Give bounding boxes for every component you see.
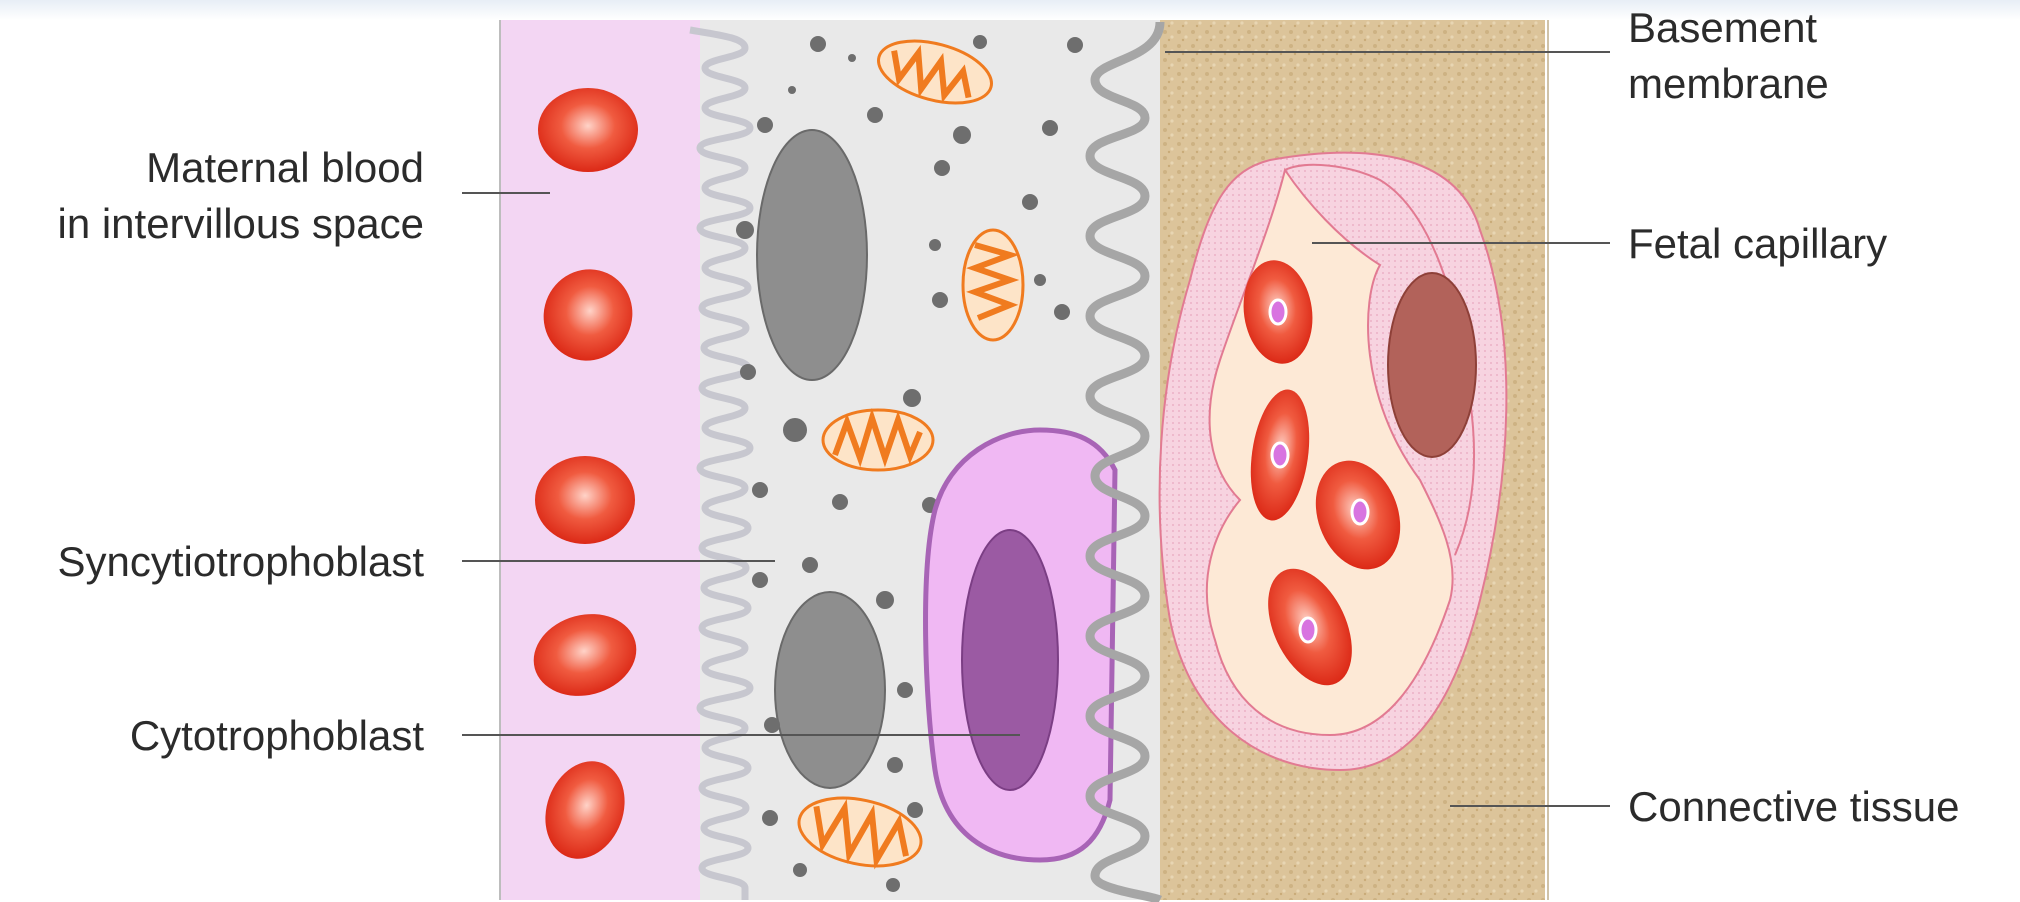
basement-membrane-label: Basement membrane <box>1628 0 1829 112</box>
cytotrophoblast-nucleus <box>962 530 1058 790</box>
basement-membrane-label-line2: membrane <box>1628 56 1829 112</box>
syncytiotrophoblast-nucleus <box>757 130 867 380</box>
cytotrophoblast-label: Cytotrophoblast <box>0 708 424 764</box>
connective-tissue-label: Connective tissue <box>1628 779 1960 835</box>
maternal-blood-label-line2: in intervillous space <box>0 196 424 252</box>
mitochondrion <box>963 230 1023 340</box>
syncytiotrophoblast-label: Syncytiotrophoblast <box>0 534 424 590</box>
fetal-capillary-label: Fetal capillary <box>1628 216 1887 272</box>
basement-membrane-label-line1: Basement <box>1628 0 1829 56</box>
endothelial-nucleus <box>1388 273 1476 457</box>
maternal-red-blood-cell <box>535 456 635 544</box>
maternal-blood-label: Maternal blood in intervillous space <box>0 140 424 252</box>
syncytiotrophoblast-nucleus <box>775 592 885 788</box>
maternal-red-blood-cell <box>538 88 638 172</box>
maternal-blood-label-line1: Maternal blood <box>0 140 424 196</box>
mitochondrion <box>823 410 933 470</box>
